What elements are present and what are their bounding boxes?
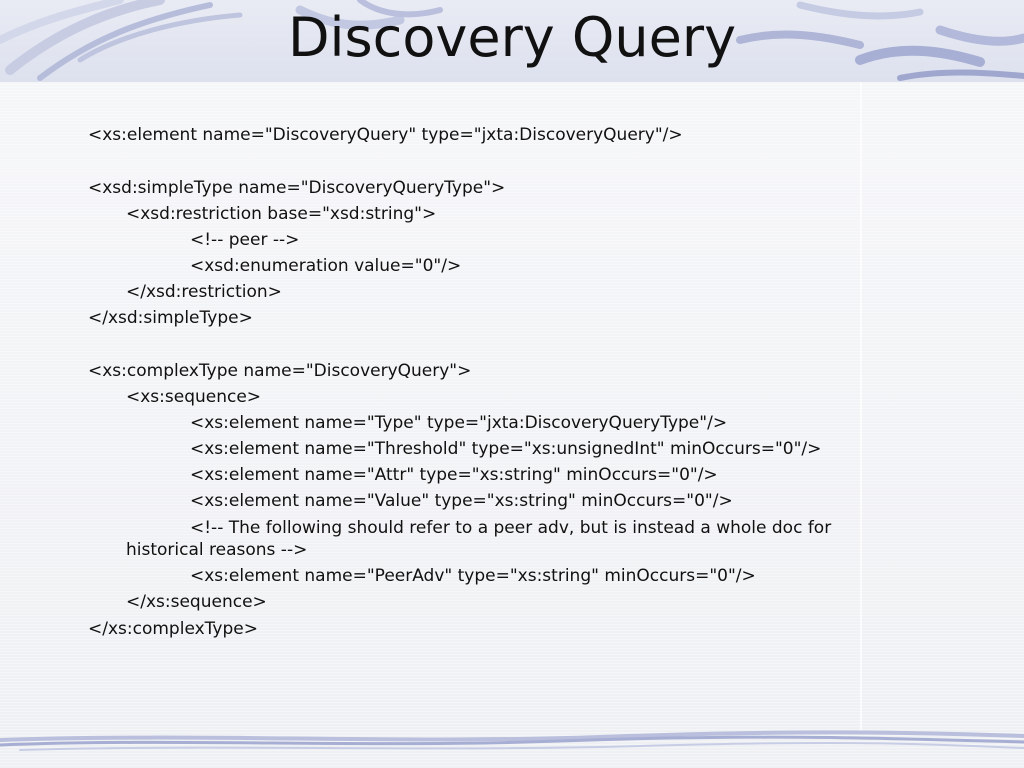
- code-line: <xsd:simpleType name="DiscoveryQueryType…: [88, 178, 506, 198]
- code-line: <xsd:restriction base="xsd:string">: [126, 204, 437, 224]
- code-line: </xs:complexType>: [88, 619, 258, 639]
- code-line: <xs:complexType name="DiscoveryQuery">: [88, 361, 472, 381]
- code-line: <xs:element name="Threshold" type="xs:un…: [190, 439, 822, 459]
- code-line: <xs:element name="PeerAdv" type="xs:stri…: [190, 566, 756, 586]
- code-line: </xs:sequence>: [126, 592, 267, 612]
- code-line: </xsd:restriction>: [126, 282, 282, 302]
- code-line: <xsd:enumeration value="0"/>: [190, 256, 462, 276]
- code-line: <xs:element name="Type" type="jxta:Disco…: [190, 413, 728, 433]
- code-line: <xs:element name="DiscoveryQuery" type="…: [88, 125, 683, 145]
- code-line: <!-- The following should refer to a pee…: [190, 518, 832, 538]
- code-line: <!-- peer -->: [190, 230, 300, 250]
- code-line: <xs:element name="Attr" type="xs:string"…: [190, 465, 718, 485]
- code-line: </xsd:simpleType>: [88, 308, 253, 328]
- slide-title: Discovery Query: [287, 6, 737, 69]
- margin-line: [860, 82, 862, 732]
- code-line: historical reasons -->: [126, 540, 308, 560]
- code-line: <xs:element name="Value" type="xs:string…: [190, 491, 733, 511]
- code-line: <xs:sequence>: [126, 387, 262, 407]
- decorative-swirls: [0, 0, 1024, 81]
- decorative-waves: [0, 730, 1024, 751]
